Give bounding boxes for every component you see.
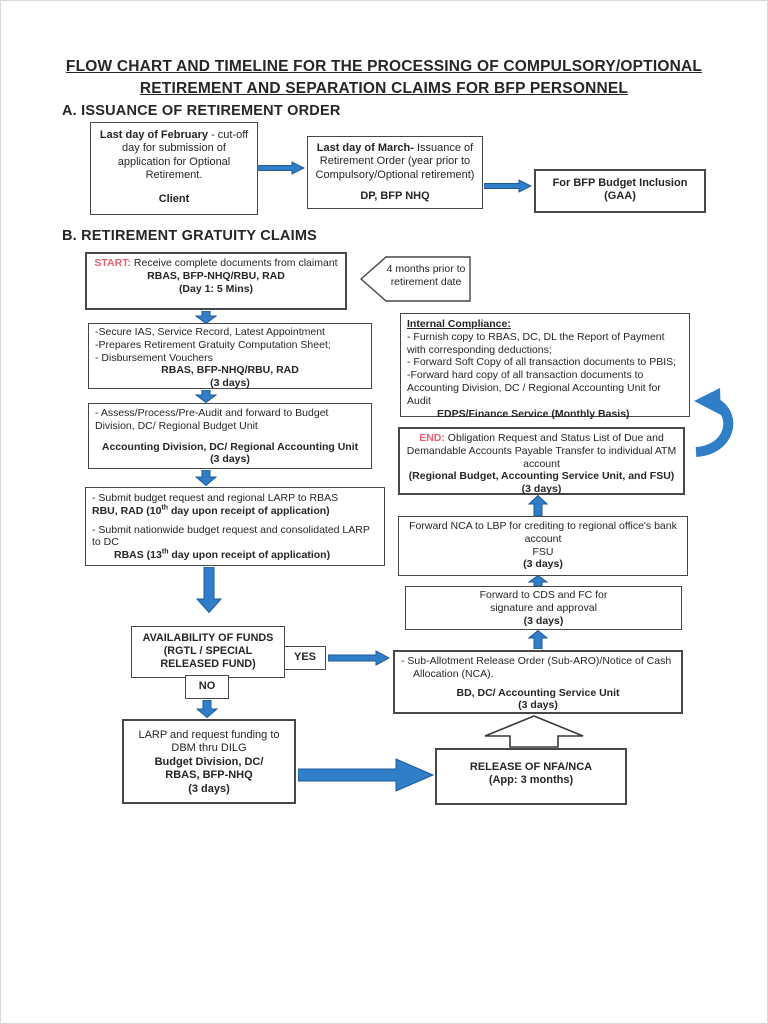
section-b-heading: B. RETIREMENT GRATUITY CLAIMS: [62, 228, 317, 244]
arrow-cds-to-nca: [528, 575, 548, 586]
secure-line1: -Secure IAS, Service Record, Latest Appo…: [95, 326, 325, 338]
nca-line1: Forward NCA to LBP for crediting to regi…: [409, 520, 677, 545]
client-box: Last day of February - cut-off day for s…: [90, 122, 258, 215]
arrow-no-to-larp: [196, 700, 218, 718]
compliance-heading: Internal Compliance:: [407, 318, 511, 330]
funds-line3: RELEASED FUND): [160, 658, 256, 671]
larp-actor1: Budget Division, DC/: [154, 755, 264, 768]
spacer: [95, 433, 365, 441]
assess-box: - Assess/Process/Pre-Audit and forward t…: [88, 403, 372, 469]
submit-bold2: RBAS (13th day upon receipt of applicati…: [114, 548, 331, 562]
end-duration: (3 days): [521, 483, 562, 496]
end-box: END: Obligation Request and Status List …: [398, 427, 685, 495]
spacer: [97, 183, 251, 193]
title-line-2: RETIREMENT AND SEPARATION CLAIMS FOR BFP…: [139, 80, 629, 98]
callout-shape: [359, 256, 471, 302]
start-box-text: START: Receive complete documents from c…: [94, 257, 338, 269]
compliance-line1: - Furnish copy to RBAS, DC, DL the Repor…: [407, 330, 665, 356]
arrow-release-to-subaro-hollow: [484, 715, 584, 748]
arrow-order-to-gaa: [484, 179, 532, 193]
order-box-actor: DP, BFP NHQ: [360, 190, 430, 203]
nca-duration: (3 days): [523, 558, 563, 571]
submit-line2: - Submit nationwide budget request and c…: [92, 523, 370, 549]
larp-box: LARP and request funding to DBM thru DIL…: [122, 719, 296, 804]
subaro-line1: - Sub-Allotment Release Order (Sub-ARO)/…: [401, 655, 672, 680]
funds-line2: (RGTL / SPECIAL: [163, 645, 253, 658]
spacer: [314, 182, 476, 190]
no-label-box: NO: [185, 675, 229, 699]
arrow-larp-to-release: [298, 758, 434, 792]
release-box: RELEASE OF NFA/NCA (App: 3 months): [435, 748, 627, 805]
cds-line1: Forward to CDS and FC for: [479, 589, 608, 601]
release-line2: (App: 3 months): [488, 774, 574, 787]
gaa-box-line1: For BFP Budget Inclusion: [552, 177, 688, 189]
start-marker: START:: [94, 257, 131, 269]
arrow-subaro-to-cds: [528, 630, 548, 649]
subaro-actor: BD, DC/ Accounting Service Unit: [456, 686, 620, 699]
compliance-line3: -Forward hard copy of all transaction do…: [407, 369, 661, 407]
cds-line2: signature and approval: [490, 601, 597, 614]
arrow-assess-to-submit: [195, 470, 217, 486]
arrow-start-to-secure: [195, 311, 217, 324]
funds-decision-box: AVAILABILITY OF FUNDS (RGTL / SPECIAL RE…: [131, 626, 285, 678]
callout-text: 4 months prior to retirement date: [386, 263, 466, 289]
submit-box: - Submit budget request and regional LAR…: [85, 487, 385, 566]
secure-line3: - Disbursement Vouchers: [95, 351, 213, 364]
gaa-box-line2: (GAA): [604, 190, 636, 203]
gaa-box: For BFP Budget Inclusion (GAA): [534, 169, 706, 213]
release-line1: RELEASE OF NFA/NCA: [469, 761, 593, 773]
secure-duration: (3 days): [210, 377, 250, 390]
start-box-actor: RBAS, BFP-NHQ/RBU, RAD: [147, 269, 285, 282]
arrow-secure-to-assess: [195, 390, 217, 403]
arrow-submit-to-funds: [196, 567, 222, 613]
arrow-end-to-compliance-curved: [694, 388, 734, 457]
submit-line1: - Submit budget request and regional LAR…: [92, 492, 339, 504]
arrow-yes-to-subaro: [328, 650, 390, 666]
secure-actor: RBAS, BFP-NHQ/RBU, RAD: [161, 364, 299, 377]
yes-label-box: YES: [284, 646, 326, 670]
submit-bold1: RBU, RAD (10th day upon receipt of appli…: [92, 504, 330, 517]
assess-duration: (3 days): [210, 453, 250, 466]
assess-line1: - Assess/Process/Pre-Audit and forward t…: [95, 407, 329, 432]
client-box-actor: Client: [158, 192, 190, 205]
retirement-date-callout: 4 months prior to retirement date: [359, 256, 472, 302]
subaro-duration: (3 days): [518, 699, 558, 712]
compliance-line2: - Forward Soft Copy of all transaction d…: [407, 356, 677, 369]
start-box-duration: (Day 1: 5 Mins): [178, 282, 254, 295]
larp-duration: (3 days): [188, 782, 230, 795]
secure-line2: -Prepares Retirement Gratuity Computatio…: [95, 338, 331, 351]
title-line-1: FLOW CHART AND TIMELINE FOR THE PROCESSI…: [65, 58, 703, 75]
client-box-text: Last day of February - cut-off day for s…: [99, 129, 249, 182]
arrow-nca-to-end: [528, 495, 548, 516]
larp-actor2: RBAS, BFP-NHQ: [165, 769, 253, 782]
end-actor: (Regional Budget, Accounting Service Uni…: [408, 470, 675, 483]
start-box: START: Receive complete documents from c…: [85, 252, 347, 310]
larp-line2: DBM thru DILG: [171, 742, 247, 755]
cds-duration: (3 days): [523, 614, 564, 627]
funds-line1: AVAILABILITY OF FUNDS: [142, 632, 274, 644]
order-box: Last day of March- Issuance of Retiremen…: [307, 136, 483, 209]
secure-box: -Secure IAS, Service Record, Latest Appo…: [88, 323, 372, 389]
nca-actor: FSU: [532, 545, 554, 558]
section-a-heading: A. ISSUANCE OF RETIREMENT ORDER: [62, 103, 341, 119]
end-box-text: END: Obligation Request and Status List …: [406, 432, 677, 470]
compliance-box: Internal Compliance: - Furnish copy to R…: [400, 313, 690, 420]
assess-actor: Accounting Division, DC/ Regional Accoun…: [101, 440, 359, 453]
end-marker: END:: [419, 432, 445, 444]
cds-box: Forward to CDS and FC for signature and …: [405, 586, 682, 630]
order-box-text: Last day of March- Issuance of Retiremen…: [315, 142, 475, 181]
nca-box: Forward NCA to LBP for crediting to regi…: [398, 516, 688, 576]
subaro-box: - Sub-Allotment Release Order (Sub-ARO)/…: [393, 650, 683, 714]
larp-line1: LARP and request funding to: [138, 729, 280, 741]
compliance-actor: EDPS/Finance Service (Monthly Basis): [437, 407, 630, 420]
page-title: FLOW CHART AND TIMELINE FOR THE PROCESSI…: [54, 56, 714, 101]
arrow-client-to-order: [257, 161, 305, 175]
